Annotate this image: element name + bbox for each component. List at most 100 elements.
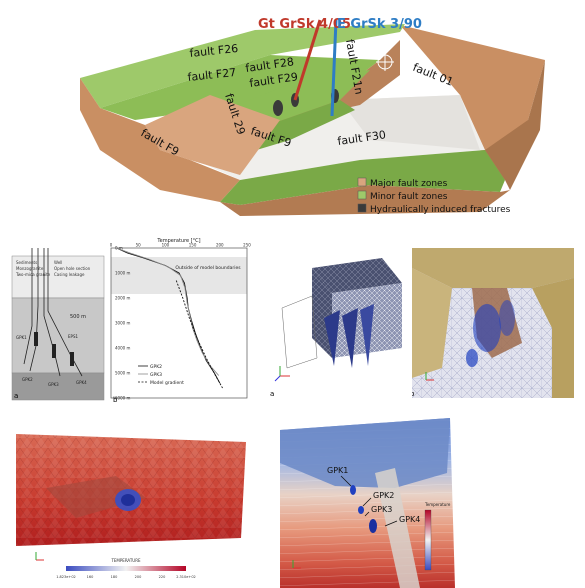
open-hole-2	[52, 344, 56, 358]
well-label-e: E GrSk 3/90	[337, 17, 422, 32]
y-tick-label: 3000 m	[115, 321, 130, 326]
y-tick-label: 0 m	[115, 246, 123, 251]
sim2-top-surface	[280, 418, 450, 488]
legend-swatch-major	[357, 177, 367, 187]
sim2-pointer-gpk3	[364, 511, 370, 517]
axes-triad-icon-sim2	[292, 560, 301, 569]
geo-legend-twomica: Two-mica granite	[15, 272, 51, 277]
sediments-layer	[11, 255, 105, 299]
sim1-colorbar	[66, 566, 186, 571]
chart-y-ticks: 0 m 1000 m 2000 m 3000 m 4000 m 5000 m 6000 m	[115, 246, 130, 401]
sim2-pointer-gpk1	[340, 475, 352, 487]
y-tick-label: 6000 m	[115, 396, 130, 401]
fault-model-svg: Gt GrSk 4/05 E GrSk 3/90 fault F26 fault…	[80, 17, 545, 216]
well-e-grsk	[330, 19, 338, 117]
sim1-tick-2: 180	[111, 575, 118, 579]
sim1-tick-4: 220	[159, 575, 166, 579]
perm-left-block	[412, 268, 452, 378]
perm-panel-label: b	[412, 390, 415, 398]
floor-shadow	[340, 95, 480, 150]
y-tick-label: 1000 m	[115, 271, 130, 276]
chart-series	[116, 247, 223, 389]
chart-frame	[110, 247, 248, 399]
legend-gpk2: GPK2	[150, 364, 162, 370]
sim1-svg: TEMPERATURE 1.823e+02 160 180 200 220 2.…	[16, 434, 246, 579]
x-tick-label: 250	[243, 243, 251, 248]
legend-label-fractures: Hydraulically induced fractures	[370, 205, 511, 215]
sim2-plume-gpk1	[350, 485, 356, 495]
series-line-gpk3	[116, 247, 220, 376]
temperature-chart: Temperature [°C] Outside of model bounda…	[110, 238, 252, 404]
geo-legend-sediments: Sediments	[16, 260, 37, 265]
sim1-tick-1: 160	[87, 575, 94, 579]
perm-high-zone-3	[466, 349, 478, 367]
minor-fault-f30	[220, 150, 505, 205]
sim1-tick-0: 1.823e+02	[56, 575, 76, 579]
perm-right-block	[532, 278, 574, 398]
axes-triad-icon-sim1	[35, 552, 44, 561]
mesh-left-face	[312, 268, 332, 358]
sim1-cold-core	[121, 494, 135, 506]
two-mica-granite-layer	[11, 372, 105, 401]
temperature-simulation-wells: GPK1 GPK2 GPK3 GPK4 Temperature	[275, 418, 460, 588]
sim2-pointer-gpk2	[362, 497, 372, 507]
sim2-pointer-gpk4	[384, 520, 398, 527]
geo-scale-label: 500 m	[70, 314, 86, 320]
well-paths	[23, 248, 83, 377]
fault-legend: Major fault zones Minor fault zones Hydr…	[357, 177, 511, 215]
sim1-tick-3: 200	[135, 575, 142, 579]
sim1-fault-plane	[46, 476, 146, 518]
y-tick-label: 4000 m	[115, 346, 130, 351]
minor-fault-f26	[80, 24, 405, 108]
fault-label-f27: fault F27	[187, 66, 237, 84]
legend-gpk3: GPK3	[150, 372, 162, 378]
left-box-wall	[80, 78, 240, 202]
compass-icon	[376, 53, 394, 71]
sim2-label-gpk1: GPK1	[327, 466, 348, 475]
y-tick-label: 2000 m	[115, 296, 130, 301]
mesh-fault-2	[342, 308, 358, 368]
perm-high-zone-2	[499, 300, 515, 336]
well-label-gt: Gt GrSk 4/05	[258, 17, 351, 32]
sim2-fault-plane	[375, 468, 420, 588]
temperature-simulation-1: TEMPERATURE 1.823e+02 160 180 200 220 2.…	[6, 428, 256, 588]
geo-well-gpk2: GPK2	[22, 377, 33, 382]
sim2-label-gpk3: GPK3	[371, 505, 392, 514]
sim2-label-gpk4: GPK4	[399, 515, 420, 524]
mesh-top-face	[312, 258, 402, 293]
fracture-1	[273, 100, 283, 116]
x-tick-label: 0	[110, 243, 113, 248]
geo-well-eps1: EPS1	[68, 334, 78, 339]
x-tick-label: 100	[162, 243, 170, 248]
major-fault-f9	[145, 95, 280, 175]
legend-label-major: Major fault zones	[370, 179, 448, 189]
sim2-plume-gpk3	[369, 519, 377, 533]
perm-svg: b	[412, 248, 574, 398]
geo-well-gpk3: GPK3	[48, 382, 59, 387]
permeability-panel: b	[412, 248, 574, 398]
open-hole-1	[34, 332, 38, 346]
sim2-svg: GPK1 GPK2 GPK3 GPK4 Temperature	[280, 418, 455, 588]
fault-label-f26: fault F26	[189, 42, 239, 60]
legend-model-gradient: Model gradient	[150, 380, 184, 386]
fault-model-3d: Gt GrSk 4/05 E GrSk 3/90 fault F26 fault…	[40, 0, 550, 218]
sim1-colorbar-title: TEMPERATURE	[110, 558, 141, 563]
geology-temperature-figure: Sediments Monzogranite Two-mica granite …	[8, 236, 253, 404]
mesh-panel-label: a	[270, 390, 274, 398]
legend-label-minor: Minor fault zones	[370, 192, 448, 202]
legend-swatch-fractures	[357, 203, 367, 213]
y-tick-label: 5000 m	[115, 371, 130, 376]
x-tick-label: 50	[136, 243, 142, 248]
geo-legend-well: Well	[54, 260, 62, 265]
series-line-model-gradient	[175, 280, 223, 389]
chart-xlabel: Temperature [°C]	[156, 238, 200, 244]
axes-triad-icon	[274, 366, 290, 382]
geo-legend-casing: Casing leakage	[54, 272, 85, 277]
axes-triad-icon-perm	[425, 372, 434, 381]
sim2-label-gpk2: GPK2	[373, 491, 394, 500]
mesh-svg: a	[270, 258, 402, 398]
geo-well-gpk4: GPK4	[76, 380, 87, 385]
front-right-wall	[485, 60, 545, 190]
chart-annotation: Outside of model boundaries	[175, 265, 241, 271]
